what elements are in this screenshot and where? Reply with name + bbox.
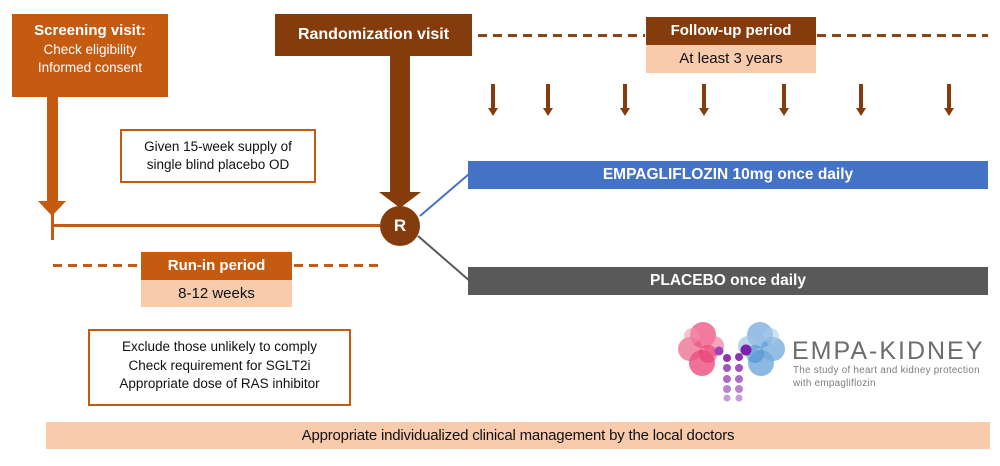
followup-visit-arrow-icon (620, 84, 630, 116)
followup-visit-arrow-icon (488, 84, 498, 116)
followup-visit-arrow-icon (543, 84, 553, 116)
empa-kidney-logo-icon (678, 322, 785, 402)
runin-timeline-line (52, 224, 382, 227)
randomization-visit-box: Randomization visit (275, 14, 472, 56)
placebo-arm-bar: PLACEBO once daily (468, 267, 988, 295)
runin-dashed-line-left (53, 264, 140, 267)
screening-visit-title: Screening visit: (34, 22, 146, 39)
followup-dashed-line-right (817, 34, 988, 37)
randomization-node: R (380, 206, 420, 246)
randomization-down-arrow-icon (379, 56, 421, 208)
clinical-management-banner: Appropriate individualized clinical mana… (46, 422, 990, 449)
followup-visit-arrow-icon (699, 84, 709, 116)
runin-note-line3: Appropriate dose of RAS inhibitor (119, 376, 320, 391)
placebo-supply-note-box: Given 15-week supply of single blind pla… (120, 129, 316, 183)
arm-connector-lines (417, 173, 472, 283)
runin-note-box: Exclude those unlikely to comply Check r… (88, 329, 351, 406)
empa-kidney-wordmark: EMPA-KIDNEY (792, 337, 985, 365)
supply-note-line1: Given 15-week supply of (144, 139, 292, 154)
followup-period-box: Follow-up period (646, 17, 816, 45)
runin-note-line2: Check requirement for SGLT2i (128, 357, 311, 373)
empa-kidney-tagline: The study of heart and kidney protection… (793, 364, 980, 390)
empagliflozin-arm-bar: EMPAGLIFLOZIN 10mg once daily (468, 161, 988, 189)
runin-period-box: Run-in period (141, 252, 292, 280)
runin-dashed-line-right (294, 264, 379, 267)
followup-visit-arrow-icon (856, 84, 866, 116)
screening-visit-line1: Check eligibility (43, 42, 137, 57)
screening-down-arrow-icon (38, 97, 66, 216)
screening-visit-box: Screening visit: Check eligibility Infor… (12, 14, 168, 97)
runin-note-line1: Exclude those unlikely to comply (121, 339, 318, 354)
followup-duration-box: At least 3 years (646, 45, 816, 73)
followup-visit-arrow-icon (779, 84, 789, 116)
runin-duration-box: 8-12 weeks (141, 280, 292, 307)
empa-kidney-tagline-line1: The study of heart and kidney protection (793, 365, 980, 376)
supply-note-line2: single blind placebo OD (146, 157, 290, 172)
empa-kidney-tagline-line2: with empagliflozin (793, 378, 876, 389)
screening-visit-line2: Informed consent (37, 60, 143, 75)
followup-visit-arrow-icon (944, 84, 954, 116)
followup-dashed-line-left (478, 34, 645, 37)
